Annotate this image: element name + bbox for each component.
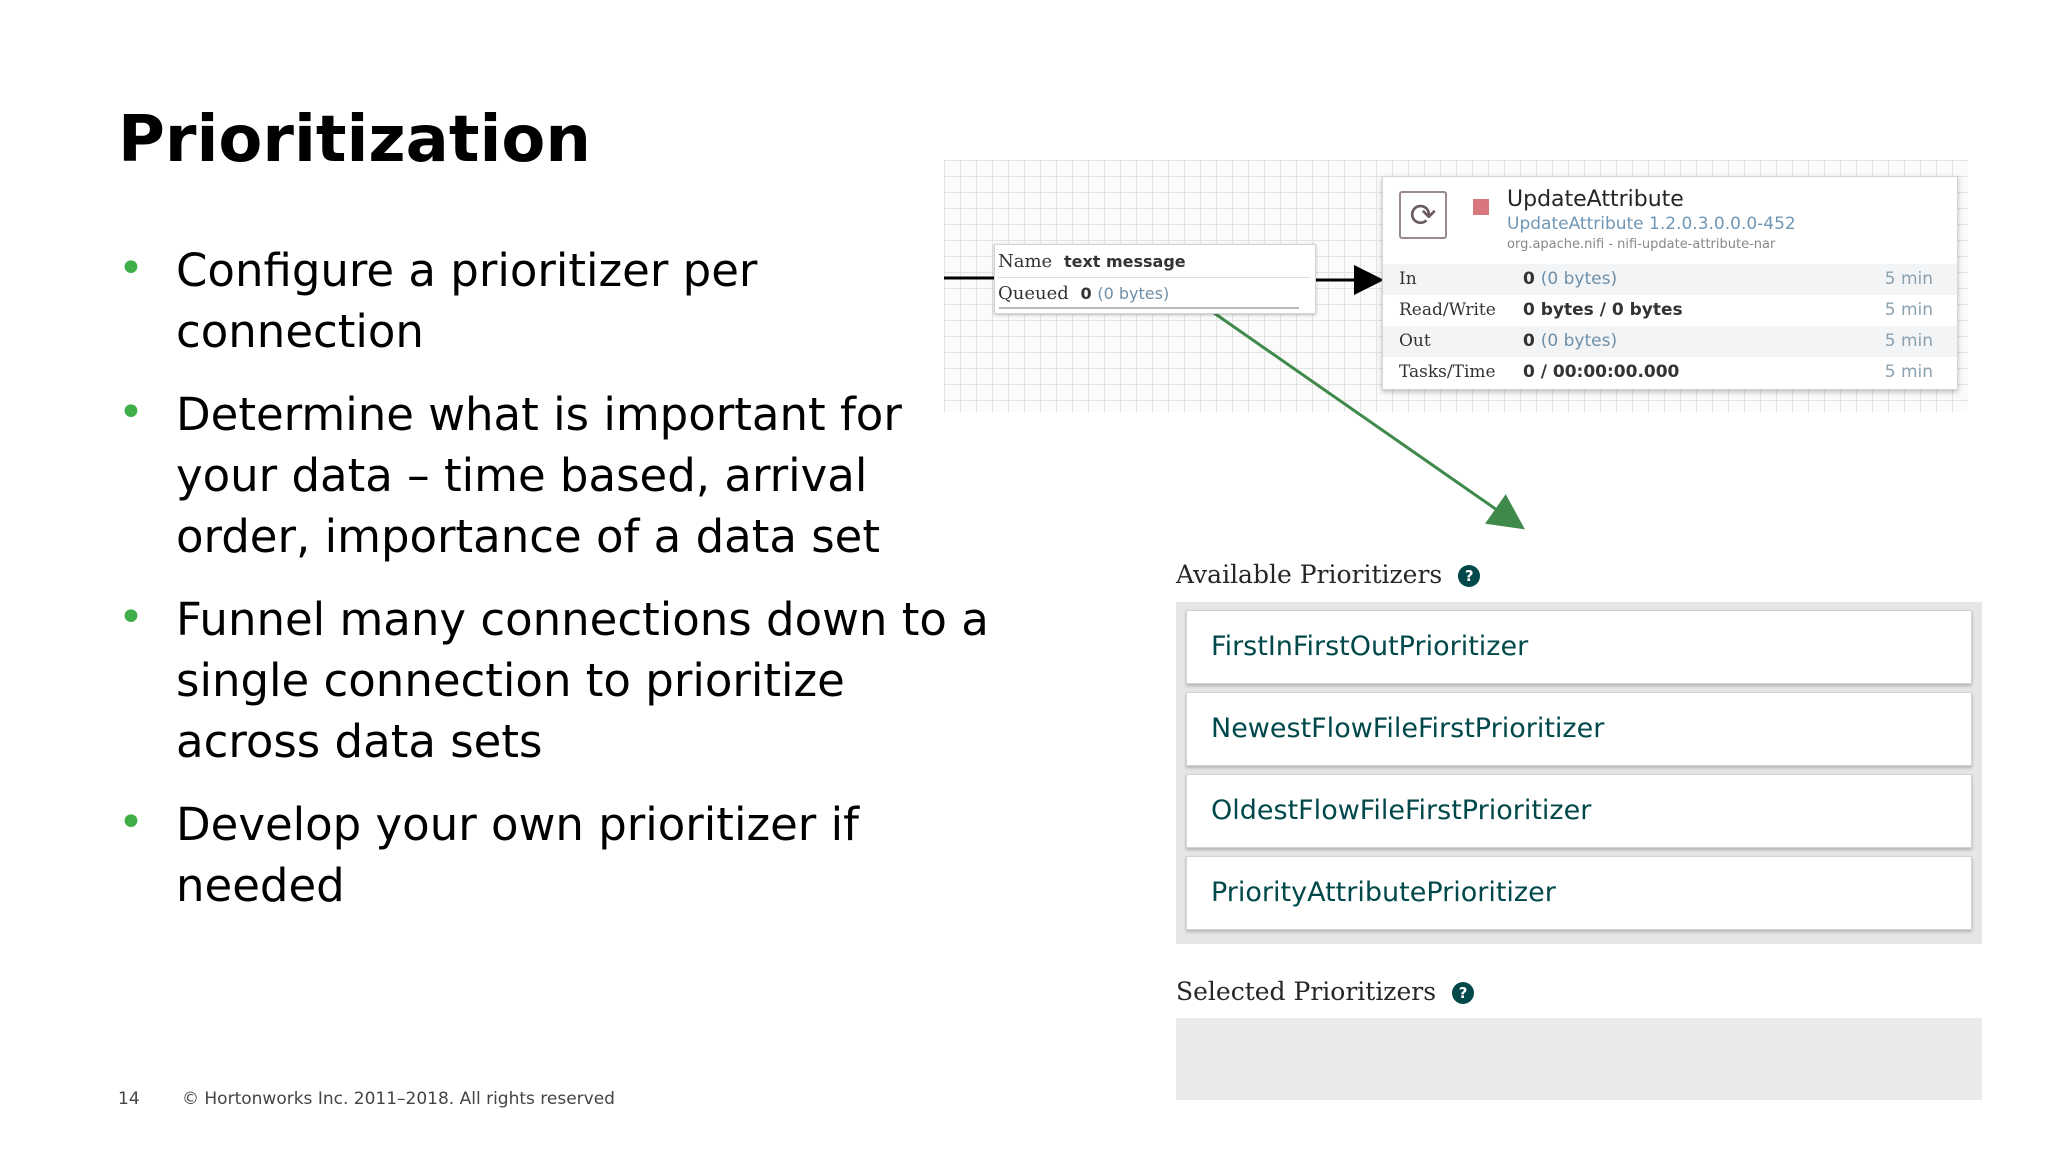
refresh-icon: ⟳: [1399, 191, 1447, 239]
help-icon[interactable]: ?: [1458, 565, 1481, 587]
connection-name-label: Name: [998, 251, 1053, 272]
connection-queued-value: 0: [1080, 284, 1092, 303]
connection-name-value: text message: [1063, 252, 1186, 271]
bullet-dot-icon: •: [118, 797, 144, 848]
bullet-item: • Determine what is important for your da…: [118, 384, 998, 567]
stat-label: Tasks/Time: [1399, 362, 1496, 382]
stat-time: 5 min: [1884, 300, 1933, 320]
stat-time: 5 min: [1884, 362, 1933, 382]
processor-version: UpdateAttribute 1.2.0.3.0.0.0-452: [1507, 214, 1796, 234]
bullet-list: •Configure a prioritizer per connection …: [118, 240, 998, 938]
connection-name-row: Name text message: [998, 247, 1310, 278]
bullet-text: Configure a prioritizer per connection: [176, 244, 758, 358]
stat-row-in: In 0 (0 bytes) 5 min: [1383, 264, 1957, 295]
connection-label[interactable]: Name text message Queued 0 (0 bytes): [994, 244, 1316, 314]
prioritizer-item[interactable]: FirstInFirstOutPrioritizer: [1186, 610, 1972, 684]
bullet-dot-icon: •: [118, 592, 144, 643]
bullet-item: • Funnel many connections down to a singl…: [118, 589, 998, 772]
stat-label: Read/Write: [1399, 300, 1496, 320]
stat-row-read-write: Read/Write 0 bytes / 0 bytes 5 min: [1383, 295, 1957, 326]
available-prioritizers-list: FirstInFirstOutPrioritizer NewestFlowFil…: [1176, 602, 1982, 944]
help-icon[interactable]: ?: [1452, 982, 1475, 1004]
stat-row-out: Out 0 (0 bytes) 5 min: [1383, 326, 1957, 357]
stat-value: 0 bytes / 0 bytes: [1523, 300, 1683, 320]
page-number: 14: [118, 1089, 140, 1109]
selected-prioritizers-heading: Selected Prioritizers?: [1176, 977, 1475, 1006]
processor-bundle: org.apache.nifi - nifi-update-attribute-…: [1507, 237, 1776, 252]
bullet-text: Funnel many connections down to a single…: [176, 593, 989, 768]
stat-label: Out: [1399, 331, 1431, 351]
connection-queued-row: Queued 0 (0 bytes): [998, 279, 1169, 309]
stat-row-tasks-time: Tasks/Time 0 / 00:00:00.000 5 min: [1383, 357, 1957, 388]
available-prioritizers-heading: Available Prioritizers?: [1176, 560, 1481, 589]
bullet-item: • Configure a prioritizer per connection: [118, 240, 998, 362]
bullet-text: Determine what is important for your dat…: [176, 388, 902, 563]
slide-title: Prioritization: [118, 103, 591, 177]
selected-prioritizers-dropzone[interactable]: [1176, 1018, 1982, 1100]
available-prioritizers-label: Available Prioritizers: [1176, 560, 1443, 589]
stat-value: 0 (0 bytes): [1523, 269, 1618, 289]
stat-time: 5 min: [1884, 331, 1933, 351]
stat-value: 0 / 00:00:00.000: [1523, 362, 1680, 382]
bullet-text: Develop your own prioritizer if needed: [176, 798, 859, 912]
bullet-dot-icon: •: [118, 243, 144, 294]
connection-queued-bytes: (0 bytes): [1097, 284, 1170, 303]
stat-value: 0 (0 bytes): [1523, 331, 1618, 351]
bullet-dot-icon: •: [118, 387, 144, 438]
selected-prioritizers-label: Selected Prioritizers: [1176, 977, 1437, 1006]
callout-arrow: [1203, 304, 1525, 530]
processor-name: UpdateAttribute: [1507, 187, 1684, 212]
prioritizer-item[interactable]: PriorityAttributePrioritizer: [1186, 856, 1972, 930]
bullet-item: • Develop your own prioritizer if needed: [118, 794, 998, 916]
processor-update-attribute[interactable]: ⟳ UpdateAttribute UpdateAttribute 1.2.0.…: [1382, 176, 1958, 390]
stat-time: 5 min: [1884, 269, 1933, 289]
stopped-status-icon: [1473, 199, 1489, 215]
prioritizer-item[interactable]: NewestFlowFileFirstPrioritizer: [1186, 692, 1972, 766]
prioritizer-item[interactable]: OldestFlowFileFirstPrioritizer: [1186, 774, 1972, 848]
queue-progress-bar: [999, 304, 1299, 309]
connection-queued-label: Queued: [998, 283, 1069, 304]
copyright-notice: © Hortonworks Inc. 2011–2018. All rights…: [182, 1089, 615, 1109]
stat-label: In: [1399, 269, 1417, 289]
